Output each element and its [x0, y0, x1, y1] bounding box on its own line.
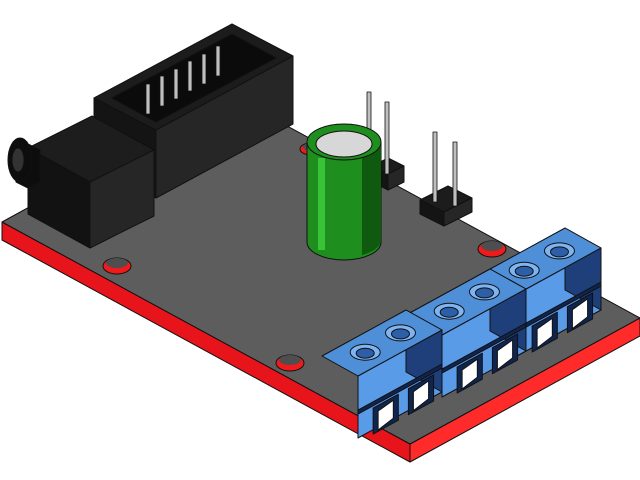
capacitor-shadow — [362, 142, 381, 255]
header-pin — [145, 83, 151, 115]
header-pin — [159, 75, 165, 107]
terminal-wire-slot-opening — [536, 317, 553, 349]
terminal-screw-head — [390, 328, 410, 340]
terminal-wire-slot-opening — [571, 298, 589, 330]
mounting-holes — [102, 142, 507, 372]
jumper-header-side — [387, 165, 405, 191]
header-pin — [187, 60, 193, 92]
capacitor-top — [315, 130, 373, 158]
terminal-screw-head — [474, 287, 494, 299]
jumper-pin — [384, 101, 390, 175]
mounting-hole-inner — [481, 241, 503, 251]
terminal-wire-slot-opening — [496, 339, 514, 371]
power-jack — [7, 115, 155, 249]
header-pin — [215, 45, 221, 77]
jumper-pin — [432, 131, 438, 203]
header-pin — [201, 53, 207, 85]
terminal-top — [321, 309, 443, 377]
screw-terminal — [480, 227, 602, 357]
terminal-screw-head — [355, 347, 375, 359]
screw-terminal — [405, 268, 527, 398]
terminal-wire-slot-opening — [461, 358, 478, 390]
jumper-pin — [452, 141, 458, 207]
terminal-screw-head — [514, 265, 534, 277]
jumper-header-2 — [419, 131, 473, 227]
screw-terminals — [321, 227, 602, 439]
power-jack-front — [27, 147, 91, 249]
screw-terminal — [321, 309, 443, 439]
terminal-wire-slot-opening — [412, 380, 430, 412]
power-jack-opening-inner — [11, 147, 25, 173]
terminal-screw-head — [549, 246, 569, 258]
mounting-hole-inner — [279, 355, 301, 365]
terminal-screw-head — [439, 306, 459, 318]
terminal-ledge — [357, 363, 443, 415]
jumper-header-side — [443, 197, 473, 227]
capacitor-highlight — [318, 158, 325, 250]
header-pins — [145, 45, 221, 115]
electrolytic-capacitor — [306, 123, 382, 261]
terminal-wire-slot-opening — [377, 399, 394, 431]
box-header-cavity — [111, 33, 277, 123]
header-pin — [173, 68, 179, 100]
mounting-hole-inner — [106, 258, 128, 268]
